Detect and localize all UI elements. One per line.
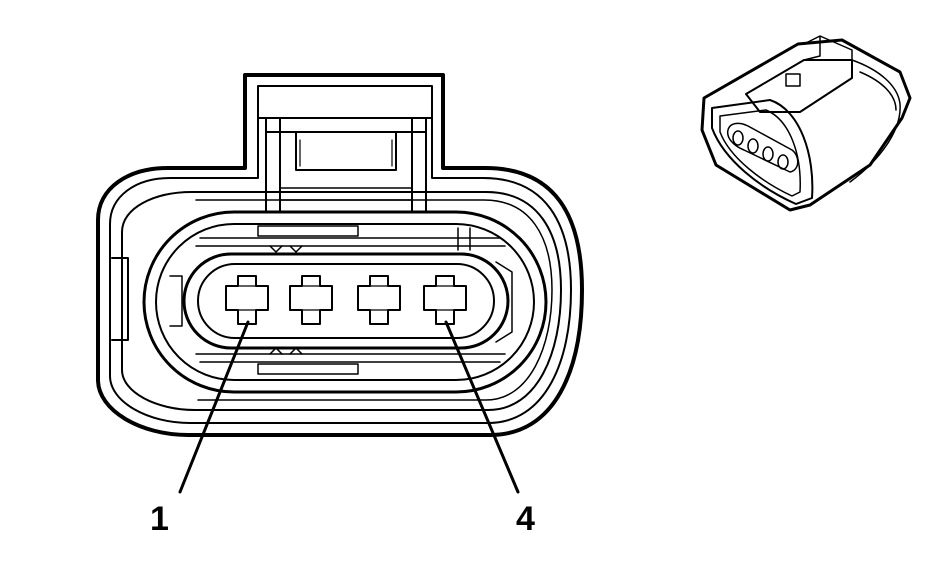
connector-face-view xyxy=(96,73,584,494)
housing-rim-outline xyxy=(121,191,562,411)
iso-body-outline xyxy=(700,38,912,212)
pin-terminal-2 xyxy=(289,275,333,325)
iso-front-face xyxy=(711,99,814,205)
key-triangles xyxy=(269,245,303,355)
insert-middle-oval xyxy=(155,223,535,381)
right-latch-detail xyxy=(495,261,513,343)
iso-pin-holes xyxy=(732,130,789,170)
pin-terminal-1 xyxy=(225,275,269,325)
pin-cavity-oval xyxy=(182,252,510,350)
left-latch-detail xyxy=(169,275,183,327)
pin-terminal-4 xyxy=(423,275,467,325)
iso-pin-cavity xyxy=(726,122,799,173)
connector-isometric-view xyxy=(700,35,912,212)
iso-latch-top xyxy=(803,35,853,61)
pin-1-label: 1 xyxy=(150,500,169,538)
iso-side-curve-2 xyxy=(859,71,897,111)
iso-latch-window xyxy=(785,73,801,87)
housing-outer-outline xyxy=(96,73,584,437)
side-rib xyxy=(111,257,129,341)
iso-front-rim xyxy=(719,109,801,197)
latch-tab xyxy=(257,117,433,213)
insert-outer-oval xyxy=(142,210,548,394)
iso-side-curve xyxy=(849,59,901,183)
housing-rim-inner-line xyxy=(195,199,553,401)
leader-line-pin-4 xyxy=(444,320,520,494)
pin-4-label: 4 xyxy=(516,500,535,538)
pin-terminal-3 xyxy=(357,275,401,325)
insert-slot-lines xyxy=(195,225,506,375)
pin-cavity-inner-oval xyxy=(197,263,495,339)
leader-line-pin-1 xyxy=(178,320,250,494)
housing-inner-outline xyxy=(109,85,572,424)
